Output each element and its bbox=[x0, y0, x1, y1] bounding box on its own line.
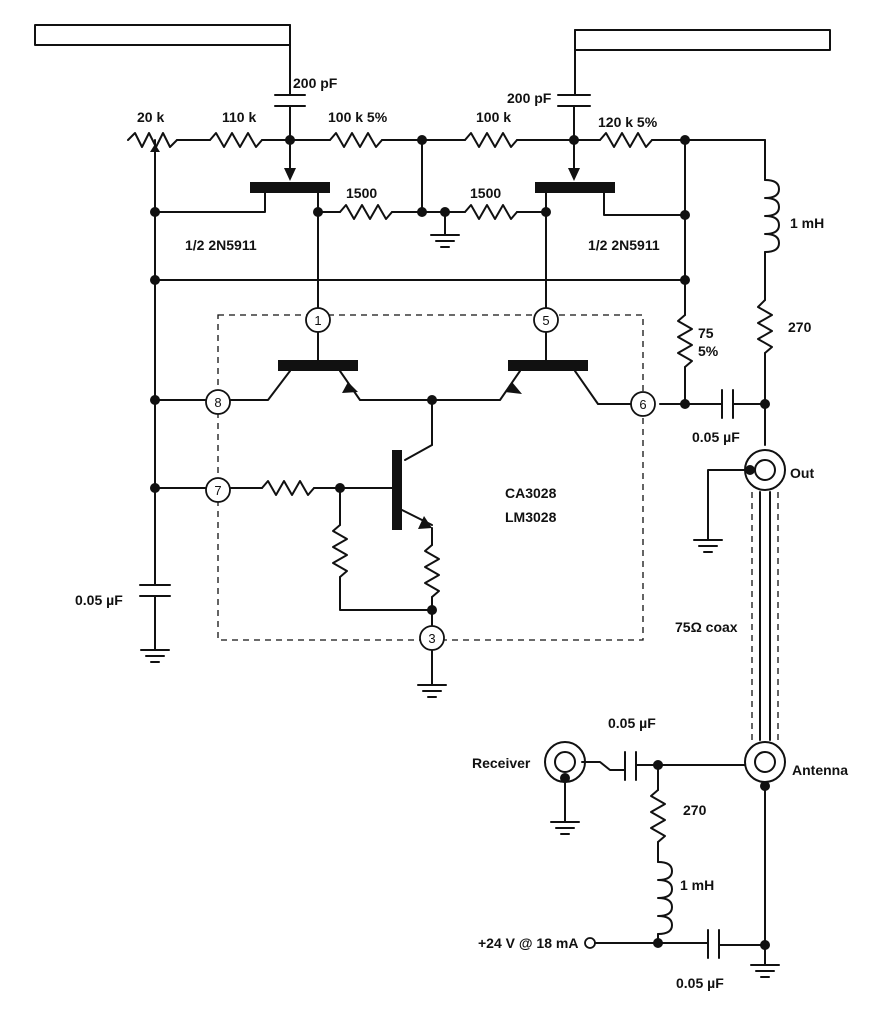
top-bus bbox=[127, 132, 766, 153]
label-receiver: Receiver bbox=[472, 755, 531, 771]
label-r100a: 100 k 5% bbox=[328, 109, 388, 125]
inductor-1mh-top bbox=[757, 139, 780, 446]
bottom-section bbox=[544, 741, 786, 978]
right-bus bbox=[659, 139, 766, 419]
coax-cable bbox=[751, 491, 779, 741]
pin-6: 6 bbox=[639, 397, 646, 412]
label-out: Out bbox=[790, 465, 814, 481]
out-jack bbox=[693, 449, 786, 553]
pin-7: 7 bbox=[214, 483, 221, 498]
label-antenna: Antenna bbox=[792, 762, 848, 778]
left-bus bbox=[139, 151, 686, 663]
label-c-rx: 0.05 µF bbox=[608, 715, 656, 731]
label-r75-a: 75 bbox=[698, 325, 714, 341]
label-l-top: 1 mH bbox=[790, 215, 824, 231]
center-ground bbox=[421, 139, 466, 248]
label-c1: 200 pF bbox=[293, 75, 338, 91]
label-c-left: 0.05 µF bbox=[75, 592, 123, 608]
pin-3: 3 bbox=[428, 631, 435, 646]
label-c-bot: 0.05 µF bbox=[676, 975, 724, 991]
label-c-out: 0.05 µF bbox=[692, 429, 740, 445]
label-r120: 120 k 5% bbox=[598, 114, 658, 130]
label-ic-a: CA3028 bbox=[505, 485, 557, 501]
label-fet-right: 1/2 2N5911 bbox=[588, 237, 660, 253]
pin-1: 1 bbox=[314, 313, 321, 328]
label-c2: 200 pF bbox=[507, 90, 552, 106]
capacitor-200pf-right bbox=[557, 94, 591, 141]
label-r270-top: 270 bbox=[788, 319, 812, 335]
pin-circles bbox=[205, 307, 656, 651]
junction-dots bbox=[150, 135, 770, 615]
capacitor-200pf-left bbox=[274, 94, 306, 141]
pin-8: 8 bbox=[214, 395, 221, 410]
label-supply: +24 V @ 18 mA bbox=[478, 935, 578, 951]
label-fet-left: 1/2 2N5911 bbox=[185, 237, 257, 253]
label-r270-bot: 270 bbox=[683, 802, 707, 818]
pin-5: 5 bbox=[542, 313, 549, 328]
label-l-bot: 1 mH bbox=[680, 877, 714, 893]
label-pot: 20 k bbox=[137, 109, 164, 125]
label-ic-b: LM3028 bbox=[505, 509, 557, 525]
antenna-wires bbox=[34, 24, 831, 96]
ic-internal bbox=[230, 330, 632, 698]
label-r75-b: 5% bbox=[698, 343, 719, 359]
label-r100b: 100 k bbox=[476, 109, 511, 125]
label-coax: 75Ω coax bbox=[675, 619, 738, 635]
label-r1500a: 1500 bbox=[346, 185, 377, 201]
label-r1500b: 1500 bbox=[470, 185, 501, 201]
label-r110: 110 k bbox=[222, 109, 256, 125]
